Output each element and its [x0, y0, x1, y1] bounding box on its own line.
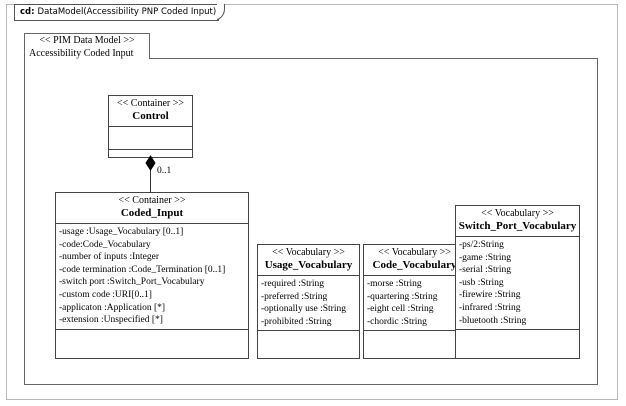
class-attribute: -number of inputs :Integer	[59, 252, 159, 263]
class-name-code-vocabulary: Code_Vocabulary	[372, 259, 457, 271]
package-name: Accessibility Coded Input	[29, 48, 134, 59]
diagram-title-tab[interactable]: cd: DataModel(Accessibility PNP Coded In…	[14, 4, 226, 21]
class-attribute: -preferred :String	[261, 291, 328, 302]
class-attributes-coded-input: -usage :Usage_Vocabulary [0..1] -code:Co…	[56, 224, 248, 330]
composition-diamond-icon	[145, 155, 156, 171]
class-attributes-control	[109, 127, 192, 150]
class-attribute: -prohibited :String	[261, 316, 332, 327]
class-box-switch-port-vocabulary[interactable]: << Vocabulary >> Switch_Port_Vocabulary …	[455, 205, 580, 359]
class-operations-code-vocabulary	[364, 331, 465, 352]
class-stereotype-switch-port-vocabulary: << Vocabulary >>	[481, 208, 554, 219]
class-attribute: -applicaton :Application [*]	[59, 302, 166, 313]
class-attribute: -custom code :URI[0..1]	[59, 289, 152, 300]
class-attribute: -infrared :String	[459, 302, 521, 313]
class-attribute: -game :String	[459, 252, 511, 263]
class-name-coded-input: Coded_Input	[120, 207, 184, 219]
class-attributes-switch-port-vocabulary: -ps/2:String -game :String -serial :Stri…	[456, 237, 579, 331]
class-attribute: -eight cell :String	[367, 304, 434, 315]
class-operations-coded-input	[56, 330, 248, 351]
package-stereotype: << PIM Data Model >>	[39, 35, 135, 46]
diagram-kind-label: cd:	[20, 7, 35, 18]
class-attribute: -serial :String	[459, 265, 511, 276]
class-attribute: -extension :Unspecified [*]	[59, 315, 163, 326]
class-attribute: -switch port :Switch_Port_Vocabulary	[59, 277, 205, 288]
class-attribute: -ps/2:String	[459, 240, 504, 250]
class-box-control[interactable]: << Container >> Control	[108, 95, 193, 158]
class-attribute: -code termination :Code_Termination [0..…	[59, 264, 226, 275]
class-attribute: -required :String	[261, 279, 325, 289]
class-stereotype-code-vocabulary: << Vocabulary >>	[378, 247, 451, 258]
class-name-control: Control	[132, 110, 169, 122]
class-attribute: -bluetooth :String	[459, 315, 527, 326]
class-attribute: -usb :String	[459, 277, 504, 288]
class-stereotype-control: << Container >>	[117, 98, 184, 109]
class-box-code-vocabulary[interactable]: << Vocabulary >> Code_Vocabulary -morse …	[363, 244, 466, 359]
class-attribute: -firewire :String	[459, 290, 521, 301]
class-header-code-vocabulary: << Vocabulary >> Code_Vocabulary	[364, 245, 465, 276]
class-header-usage-vocabulary: << Vocabulary >> Usage_Vocabulary	[258, 245, 359, 276]
class-attribute: -morse :String	[367, 279, 422, 289]
class-name-switch-port-vocabulary: Switch_Port_Vocabulary	[458, 220, 577, 232]
class-header-switch-port-vocabulary: << Vocabulary >> Switch_Port_Vocabulary	[456, 206, 579, 237]
association-multiplicity-label: 0..1	[157, 166, 172, 176]
tab-corner-shape	[217, 4, 227, 21]
class-operations-usage-vocabulary	[258, 331, 359, 352]
class-attribute: -optionally use :String	[261, 304, 346, 315]
class-name-usage-vocabulary: Usage_Vocabulary	[264, 259, 353, 271]
class-attribute: -quartering :String	[367, 291, 438, 302]
class-header-control: << Container >> Control	[109, 96, 192, 127]
class-box-usage-vocabulary[interactable]: << Vocabulary >> Usage_Vocabulary -requi…	[257, 244, 360, 359]
association-line-control-coded-input[interactable]	[150, 157, 151, 193]
class-box-coded-input[interactable]: << Container >> Coded_Input -usage :Usag…	[55, 192, 249, 359]
class-stereotype-usage-vocabulary: << Vocabulary >>	[272, 247, 345, 258]
package-header-tab[interactable]: << PIM Data Model >> Accessibility Coded…	[24, 33, 150, 59]
class-attribute: -chordic :String	[367, 316, 427, 327]
class-attributes-usage-vocabulary: -required :String -preferred :String -op…	[258, 276, 359, 332]
diagram-title-label: DataModel(Accessibility PNP Coded Input)	[37, 7, 217, 18]
class-attributes-code-vocabulary: -morse :String -quartering :String -eigh…	[364, 276, 465, 332]
class-stereotype-coded-input: << Container >>	[118, 195, 186, 206]
class-attribute: -usage :Usage_Vocabulary [0..1]	[59, 227, 184, 237]
class-operations-switch-port-vocabulary	[456, 330, 579, 351]
class-attribute: -code:Code_Vocabulary	[59, 239, 151, 250]
class-header-coded-input: << Container >> Coded_Input	[56, 193, 248, 224]
